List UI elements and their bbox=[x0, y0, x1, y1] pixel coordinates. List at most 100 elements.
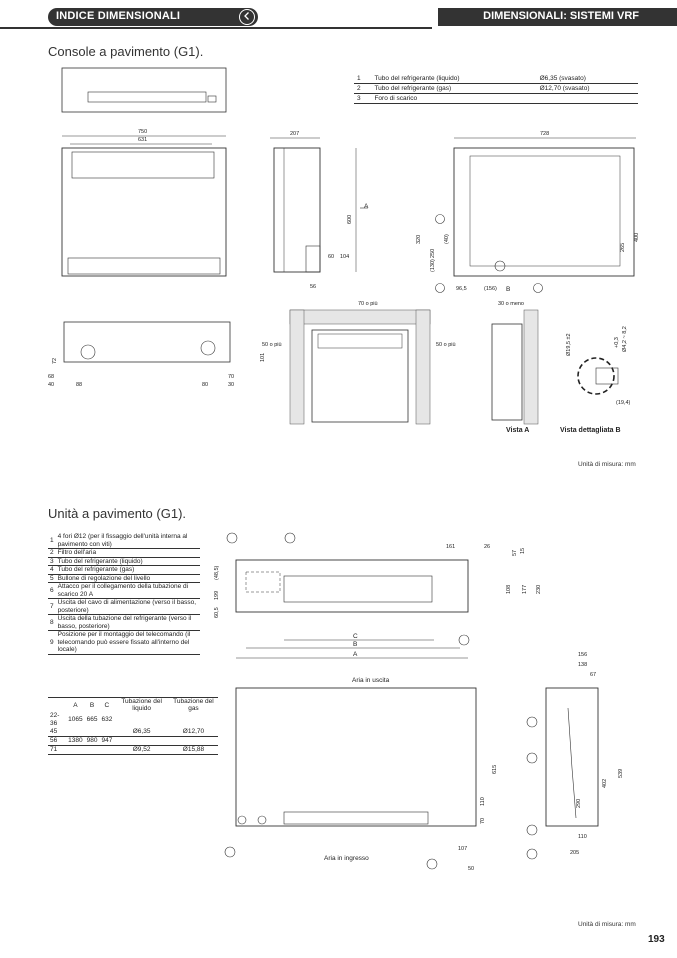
dim-199: 199 bbox=[214, 591, 220, 600]
console-side-view: 207 600 A 56 60 104 bbox=[270, 131, 369, 290]
dim-60: 60 bbox=[328, 254, 334, 260]
callout-7 bbox=[226, 532, 238, 544]
row-number: 7 bbox=[48, 598, 56, 615]
dim-600: 600 bbox=[347, 215, 353, 224]
row-value: Ø6,35 (svasato) bbox=[536, 74, 638, 84]
air-in-label: Aria in ingresso bbox=[324, 855, 369, 862]
dim-631: 631 bbox=[138, 137, 147, 143]
dim-177: 177 bbox=[522, 585, 528, 594]
row-value: Ø12,70 (svasato) bbox=[536, 83, 638, 94]
header-left-tab[interactable]: INDICE DIMENSIONALI bbox=[48, 8, 258, 26]
dim-67: 67 bbox=[590, 672, 596, 678]
header-right-title: DIMENSIONALI: SISTEMI VRF bbox=[483, 10, 639, 22]
dim-250: 250 bbox=[430, 249, 436, 258]
dim-320: 320 bbox=[416, 235, 422, 244]
dim-72: 72 bbox=[52, 358, 58, 364]
dim-50: 50 bbox=[468, 866, 474, 872]
view-a-label: Vista A bbox=[506, 427, 530, 434]
dim-70: 70 bbox=[228, 374, 234, 380]
dim-110: 110 bbox=[480, 797, 486, 806]
callout-9 bbox=[284, 532, 296, 544]
callout-3 bbox=[533, 283, 543, 293]
dim-19-5: Ø19,5 ±2 bbox=[566, 333, 572, 356]
row-number: 1 bbox=[48, 533, 56, 549]
dim-130: (130) bbox=[430, 259, 436, 272]
size-table: A B C Tubazione del liquido Tubazione de… bbox=[48, 697, 218, 755]
dim-750: 750 bbox=[138, 129, 147, 135]
row-number: 3 bbox=[354, 93, 372, 104]
dim-26: 26 bbox=[484, 544, 490, 550]
clearance-diagram: 70 o più 50 o più 50 o più bbox=[262, 301, 456, 425]
row-desc: Uscita della tubazione del refrigerante … bbox=[55, 614, 200, 631]
dim-19-4: (19,4) bbox=[616, 400, 631, 406]
dim-56: 56 bbox=[310, 284, 316, 290]
view-b-label: Vista dettagliata B bbox=[560, 427, 621, 434]
dim-539: 539 bbox=[618, 769, 624, 778]
row-number: 6 bbox=[48, 582, 56, 599]
row-number: 9 bbox=[48, 630, 56, 655]
unit-note-2: Unità di misura: mm bbox=[578, 921, 636, 928]
row-desc: Tubo del refrigerante (gas) bbox=[55, 565, 200, 575]
dim-108: 108 bbox=[506, 585, 512, 594]
dim-80: 80 bbox=[202, 382, 208, 388]
row-desc: Tubo del refrigerante (gas) bbox=[371, 83, 537, 94]
dim-207: 207 bbox=[290, 131, 299, 137]
dim-402: 402 bbox=[602, 779, 608, 788]
row-number: 2 bbox=[354, 83, 372, 94]
dim-138: 138 bbox=[578, 662, 587, 668]
row-number: 5 bbox=[48, 574, 56, 583]
row-desc: Foro di scarico bbox=[371, 93, 537, 104]
dim-tolerance: +0,3 bbox=[614, 337, 620, 348]
chevron-left-icon[interactable] bbox=[239, 9, 255, 25]
label-b: B bbox=[506, 286, 510, 293]
dim-b: B bbox=[353, 641, 357, 648]
dim-70b: 70 bbox=[480, 818, 486, 824]
col-header: C bbox=[104, 701, 110, 709]
callout-8 bbox=[426, 858, 438, 870]
arrow-a-label: A bbox=[364, 203, 369, 210]
floor-unit-front-view: 161 26 (48,5) 199 60,5 57 15 108 177 230… bbox=[214, 532, 542, 659]
row-desc: Bullone di regolazione del livello bbox=[55, 574, 200, 583]
dim-60-5: 60,5 bbox=[214, 607, 220, 618]
view-a-drawing: 30 o meno bbox=[491, 301, 539, 425]
dim-30: 30 bbox=[228, 382, 234, 388]
callout-7b bbox=[224, 846, 236, 858]
callout-1 bbox=[435, 283, 445, 293]
air-out-label: Aria in uscita bbox=[352, 677, 390, 684]
col-header: B bbox=[89, 701, 95, 709]
dim-107: 107 bbox=[458, 846, 467, 852]
dim-156b: 156 bbox=[578, 652, 587, 658]
dim-68: 68 bbox=[48, 374, 54, 380]
col-header: Tubazione del liquido bbox=[121, 698, 162, 712]
dim-48-5: (48,5) bbox=[214, 565, 220, 580]
row-desc: Uscita del cavo di alimentazione (verso … bbox=[55, 598, 200, 615]
row-desc: Filtro dell'aria bbox=[55, 548, 200, 558]
row-value bbox=[536, 93, 638, 104]
section2-title: Unità a pavimento (G1). bbox=[48, 506, 187, 521]
row-number: 4 bbox=[48, 565, 56, 575]
dim-265: 265 bbox=[620, 243, 626, 252]
dim-110b: 110 bbox=[578, 834, 587, 840]
floor-unit-back-view: Aria in uscita Aria in ingresso 615 110 … bbox=[224, 677, 498, 872]
dim-96-5: 96,5 bbox=[456, 286, 467, 292]
row-desc: Attacco per il collegamento della tubazi… bbox=[55, 582, 200, 599]
row-number: 1 bbox=[354, 74, 372, 84]
console-front-view: 750 631 bbox=[61, 129, 227, 277]
row-desc: Tubo del refrigerante (liquido) bbox=[55, 557, 200, 566]
clearance-top: 70 o più bbox=[358, 301, 378, 307]
dim-40: (40) bbox=[444, 234, 450, 244]
console-bottom-view: 72 101 68 40 88 80 70 30 bbox=[48, 321, 266, 388]
